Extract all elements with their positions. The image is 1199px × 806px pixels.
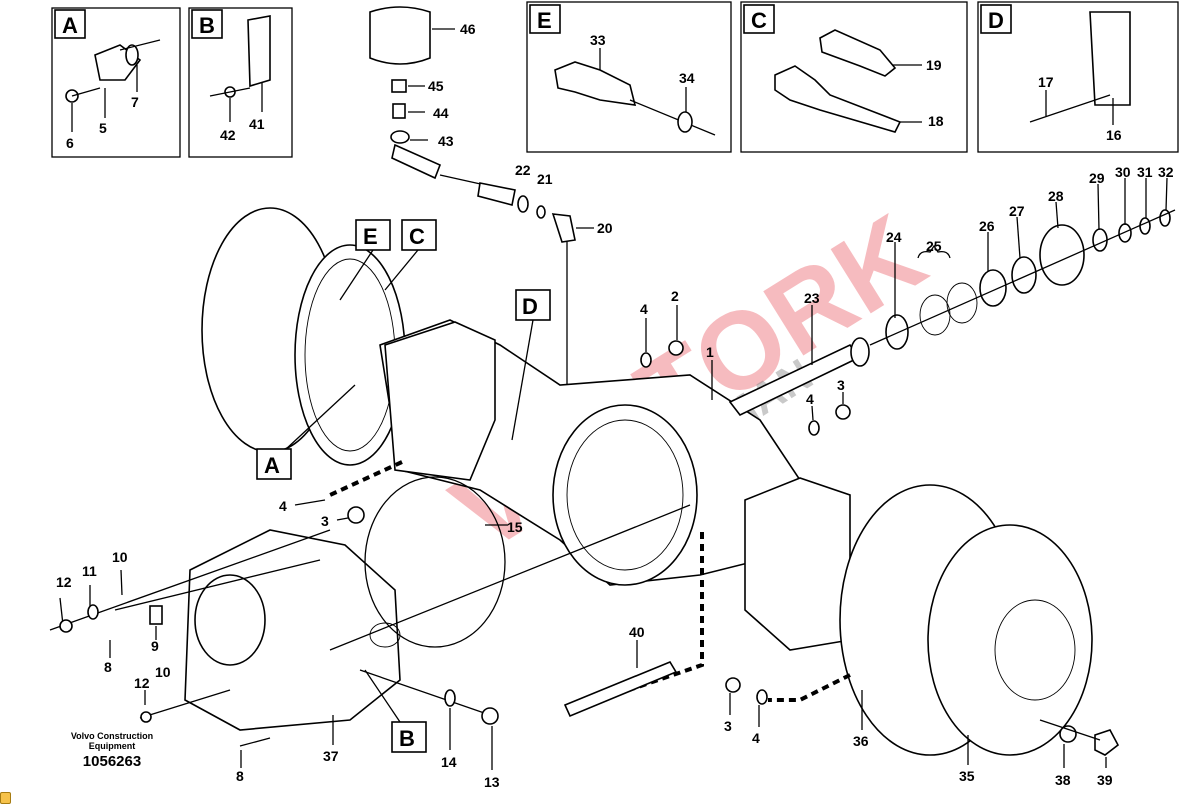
callout-4: 4	[640, 301, 648, 317]
callout-33: 33	[590, 32, 606, 48]
o-ring-15	[364, 476, 506, 648]
callout-38: 38	[1055, 772, 1071, 788]
callout-boxes: E C D A B	[256, 219, 551, 753]
lower-right-callouts: 40 3 4 36 35 38 39	[563, 624, 1120, 788]
callout-31: 31	[1137, 164, 1153, 180]
callout-26: 26	[979, 218, 995, 234]
callout-29: 29	[1089, 170, 1105, 186]
callout-12: 12	[134, 675, 150, 691]
callout-22: 22	[515, 162, 531, 178]
callout-41: 41	[249, 116, 265, 132]
callout-15: 15	[507, 519, 523, 535]
callout-3: 3	[321, 513, 329, 529]
breather-assembly: 46 45 44 43 22 21 20	[369, 6, 613, 390]
svg-text:B: B	[199, 13, 215, 38]
callout-box-b: B	[399, 726, 415, 751]
credit-line-1: Volvo Construction	[71, 731, 153, 741]
shaft-and-seals: 32 31 30 29 28 27 26 25 24 23	[728, 164, 1176, 417]
callout-20: 20	[597, 220, 613, 236]
callout-25: 25	[926, 238, 942, 254]
callout-35: 35	[959, 768, 975, 784]
callout-4: 4	[279, 498, 287, 514]
callout-23: 23	[804, 290, 820, 306]
callout-3: 3	[724, 718, 732, 734]
dashed-leader	[329, 460, 403, 497]
callout-6: 6	[66, 135, 74, 151]
callout-37: 37	[323, 748, 339, 764]
right-hub	[839, 484, 1093, 756]
callout-19: 19	[926, 57, 942, 73]
corner-handle-icon[interactable]	[0, 792, 11, 804]
callout-34: 34	[679, 70, 695, 86]
callout-42: 42	[220, 127, 236, 143]
callout-8: 8	[236, 768, 244, 784]
callout-24: 24	[886, 229, 902, 245]
callout-46: 46	[460, 21, 476, 37]
callout-43: 43	[438, 133, 454, 149]
callout-box-c: C	[409, 224, 425, 249]
callout-18: 18	[928, 113, 944, 129]
credit-line-2: Equipment	[89, 741, 136, 751]
callout-14: 14	[441, 754, 457, 770]
callout-10: 10	[112, 549, 128, 565]
callout-28: 28	[1048, 188, 1064, 204]
document-number: 1056263	[83, 753, 141, 770]
callout-3: 3	[837, 377, 845, 393]
left-hub	[201, 207, 406, 466]
inset-c: C 19 18	[740, 1, 968, 153]
callout-2: 2	[671, 288, 679, 304]
mid-callouts: 4 2 1 3 4	[640, 288, 851, 436]
svg-text:C: C	[751, 8, 767, 33]
callout-27: 27	[1009, 203, 1025, 219]
callout-8: 8	[104, 659, 112, 675]
callout-32: 32	[1158, 164, 1174, 180]
callout-13: 13	[484, 774, 500, 790]
callout-39: 39	[1097, 772, 1113, 788]
callout-21: 21	[537, 171, 553, 187]
callout-17: 17	[1038, 74, 1054, 90]
lower-left-callouts: 4 3 15 10 11 12 9 8 12 10 8 37 14 13	[49, 498, 691, 790]
callout-box-a: A	[264, 453, 280, 478]
callout-box-e: E	[363, 224, 378, 249]
callout-30: 30	[1115, 164, 1131, 180]
callout-36: 36	[853, 733, 869, 749]
inset-d: D 17 16	[977, 1, 1179, 153]
callout-11: 11	[82, 563, 97, 579]
callout-4: 4	[806, 391, 814, 407]
callout-9: 9	[151, 638, 159, 654]
dashed-leader	[768, 673, 851, 702]
callout-44: 44	[433, 105, 449, 121]
svg-text:A: A	[62, 13, 78, 38]
callout-5: 5	[99, 120, 107, 136]
callout-box-d: D	[522, 294, 538, 319]
callout-7: 7	[131, 94, 139, 110]
differential-carrier	[184, 529, 401, 731]
inset-b: B 42 41	[188, 7, 293, 158]
callout-45: 45	[428, 78, 444, 94]
svg-text:D: D	[988, 8, 1004, 33]
callout-4: 4	[752, 730, 760, 746]
svg-text:E: E	[537, 8, 552, 33]
callout-10: 10	[155, 664, 171, 680]
callout-1: 1	[706, 344, 714, 360]
callout-16: 16	[1106, 127, 1122, 143]
axle-housing	[379, 319, 851, 651]
inset-e: E 33 34	[526, 1, 732, 153]
callout-12: 12	[56, 574, 72, 590]
inset-a: A 6 5 7	[51, 7, 181, 158]
callout-40: 40	[629, 624, 645, 640]
